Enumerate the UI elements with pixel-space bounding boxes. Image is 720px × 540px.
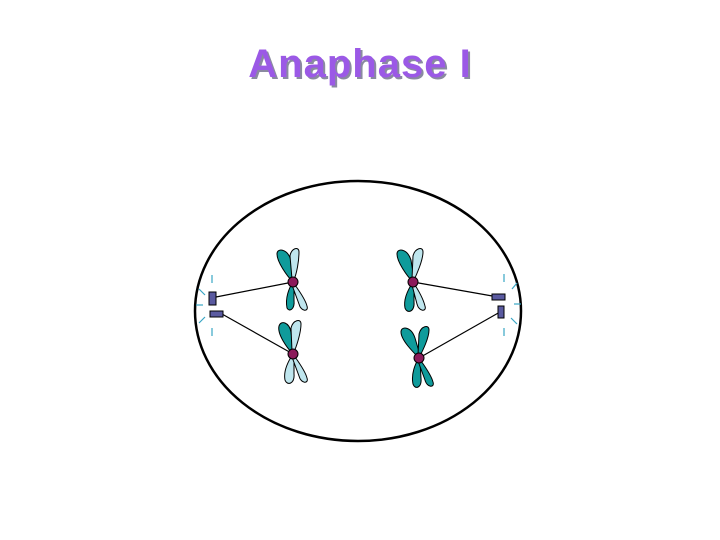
centriole <box>497 305 505 319</box>
centromere <box>287 348 299 360</box>
centromere <box>413 352 425 364</box>
spindle-fiber <box>221 313 294 355</box>
chromosome <box>400 326 434 388</box>
aster-rays <box>503 274 521 336</box>
spindle-fiber <box>418 311 501 359</box>
spindle-fibers <box>215 281 501 359</box>
spindle-fiber <box>215 281 294 298</box>
centromere <box>407 276 419 288</box>
centrosome-right <box>491 274 521 336</box>
slide-title: Anaphase I <box>248 42 472 86</box>
aster-rays <box>196 275 213 336</box>
chromosome <box>278 320 308 384</box>
centriole <box>209 310 224 318</box>
centromere <box>287 276 299 288</box>
centriole <box>491 293 506 301</box>
chromosome <box>396 248 426 312</box>
cell-membrane <box>193 179 523 443</box>
centrosome-left <box>196 275 224 336</box>
centriole <box>208 291 217 306</box>
chromosome <box>276 248 308 311</box>
spindle-fiber <box>412 281 499 298</box>
